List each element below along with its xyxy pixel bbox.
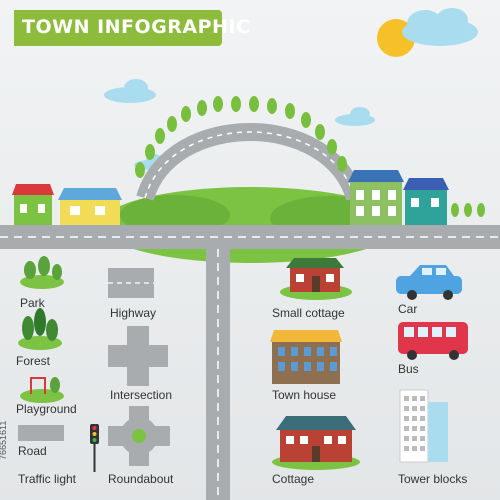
tower-blocks-icon — [399, 389, 448, 463]
label-road: Road — [18, 444, 47, 458]
label-car: Car — [398, 302, 418, 316]
label-park: Park — [20, 296, 45, 310]
horizon-house — [58, 188, 122, 225]
small-cottage-icon — [280, 258, 352, 300]
watermark-id: 76651611 — [0, 380, 12, 460]
label-roundabout: Roundabout — [108, 472, 174, 486]
cottage-icon — [272, 416, 360, 470]
intersection-icon — [108, 326, 168, 386]
cloud-icon — [335, 107, 375, 126]
horizon-house — [12, 184, 54, 225]
forest-icon — [18, 308, 62, 350]
town-house-icon — [270, 330, 342, 384]
label-forest: Forest — [16, 354, 51, 368]
label-playground: Playground — [16, 402, 77, 416]
traffic-light-icon — [90, 424, 99, 472]
page-title: TOWN INFOGRAPHIC — [22, 16, 251, 38]
vertical-road — [206, 249, 230, 500]
horizon-house — [403, 178, 449, 226]
label-town-house: Town house — [272, 388, 337, 402]
label-small-cottage: Small cottage — [272, 306, 345, 320]
car-icon — [396, 265, 462, 300]
label-bus: Bus — [398, 362, 419, 376]
park-icon — [20, 256, 64, 289]
roundabout-icon — [108, 406, 170, 466]
cloud-icon — [402, 8, 478, 46]
label-cottage: Cottage — [272, 472, 315, 486]
label-intersection: Intersection — [110, 388, 173, 402]
cloud-icon — [104, 79, 156, 103]
playground-icon — [20, 377, 64, 403]
label-highway: Highway — [110, 306, 157, 320]
road-icon — [18, 425, 64, 441]
main-road — [0, 225, 500, 249]
horizon-house — [348, 170, 404, 226]
title-banner — [14, 10, 222, 46]
highway-icon — [108, 268, 154, 298]
label-traffic-light: Traffic light — [18, 472, 77, 486]
bridge-trees — [135, 96, 485, 217]
watermark-text: 76651611 — [0, 420, 8, 460]
label-tower-blocks: Tower blocks — [398, 472, 468, 486]
bus-icon — [398, 322, 468, 360]
